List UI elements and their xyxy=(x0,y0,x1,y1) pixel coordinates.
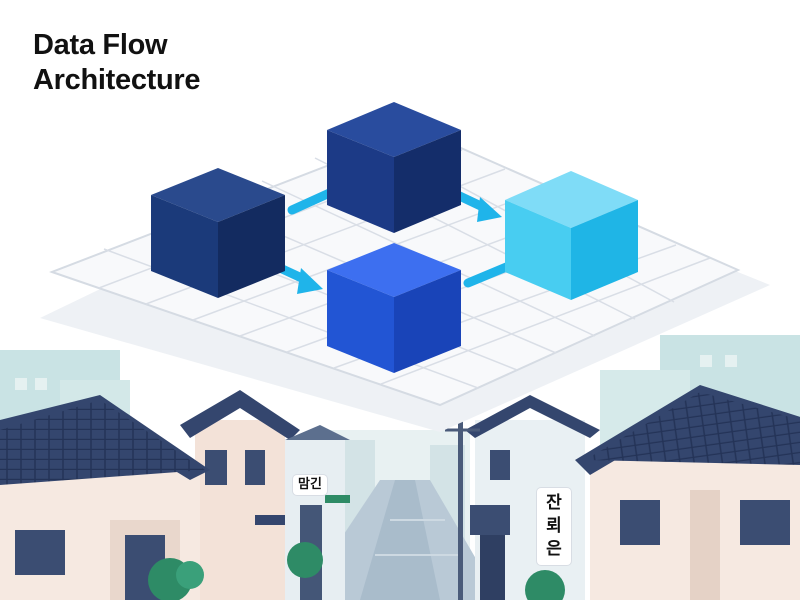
cube-cyan-right xyxy=(505,171,638,300)
sign-char: 잔 xyxy=(546,493,562,513)
street xyxy=(300,480,500,600)
title-line-2: Architecture xyxy=(33,64,201,96)
title-line-1: Data Flow xyxy=(33,29,168,61)
left-houses xyxy=(0,390,350,600)
right-houses xyxy=(445,385,800,600)
sign-char: 은 xyxy=(546,539,562,559)
shop-sign-left: 맘긴 xyxy=(293,475,327,495)
cube-navy-top xyxy=(327,102,461,233)
shop-sign-right: 잔 뢰 은 xyxy=(537,488,571,565)
cube-navy-left xyxy=(151,168,285,298)
sign-char: 뢰 xyxy=(546,516,562,536)
page-title: Data Flow Architecture xyxy=(33,28,201,98)
cube-royal-bottom xyxy=(327,243,461,373)
